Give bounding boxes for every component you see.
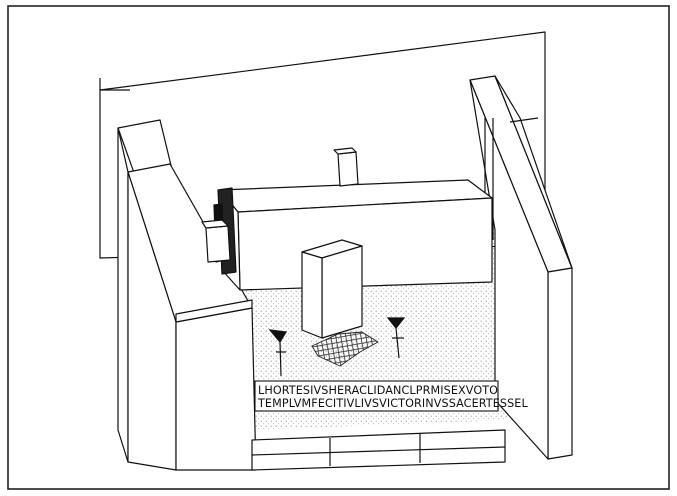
inscription-line-1: LHORTESIVSHERACLIDANCLPRMISEXVOTO	[258, 384, 498, 397]
inscription-panel: LHORTESIVSHERACLIDANCLPRMISEXVOTO TEMPLV…	[254, 380, 528, 412]
step-block	[201, 219, 231, 263]
threshold	[251, 429, 506, 471]
mosaic-patch	[311, 331, 379, 367]
inscription-line-2: TEMPLVMFECITIVLIVSVICTORINVSSACERTESSEL	[257, 397, 528, 410]
figure-frame	[7, 5, 670, 490]
left-figure-icon	[268, 329, 287, 377]
right-figure-icon	[386, 317, 406, 359]
front-wall	[175, 299, 257, 471]
right-wall	[469, 75, 573, 460]
altar	[301, 239, 363, 339]
bench-block	[333, 147, 359, 187]
